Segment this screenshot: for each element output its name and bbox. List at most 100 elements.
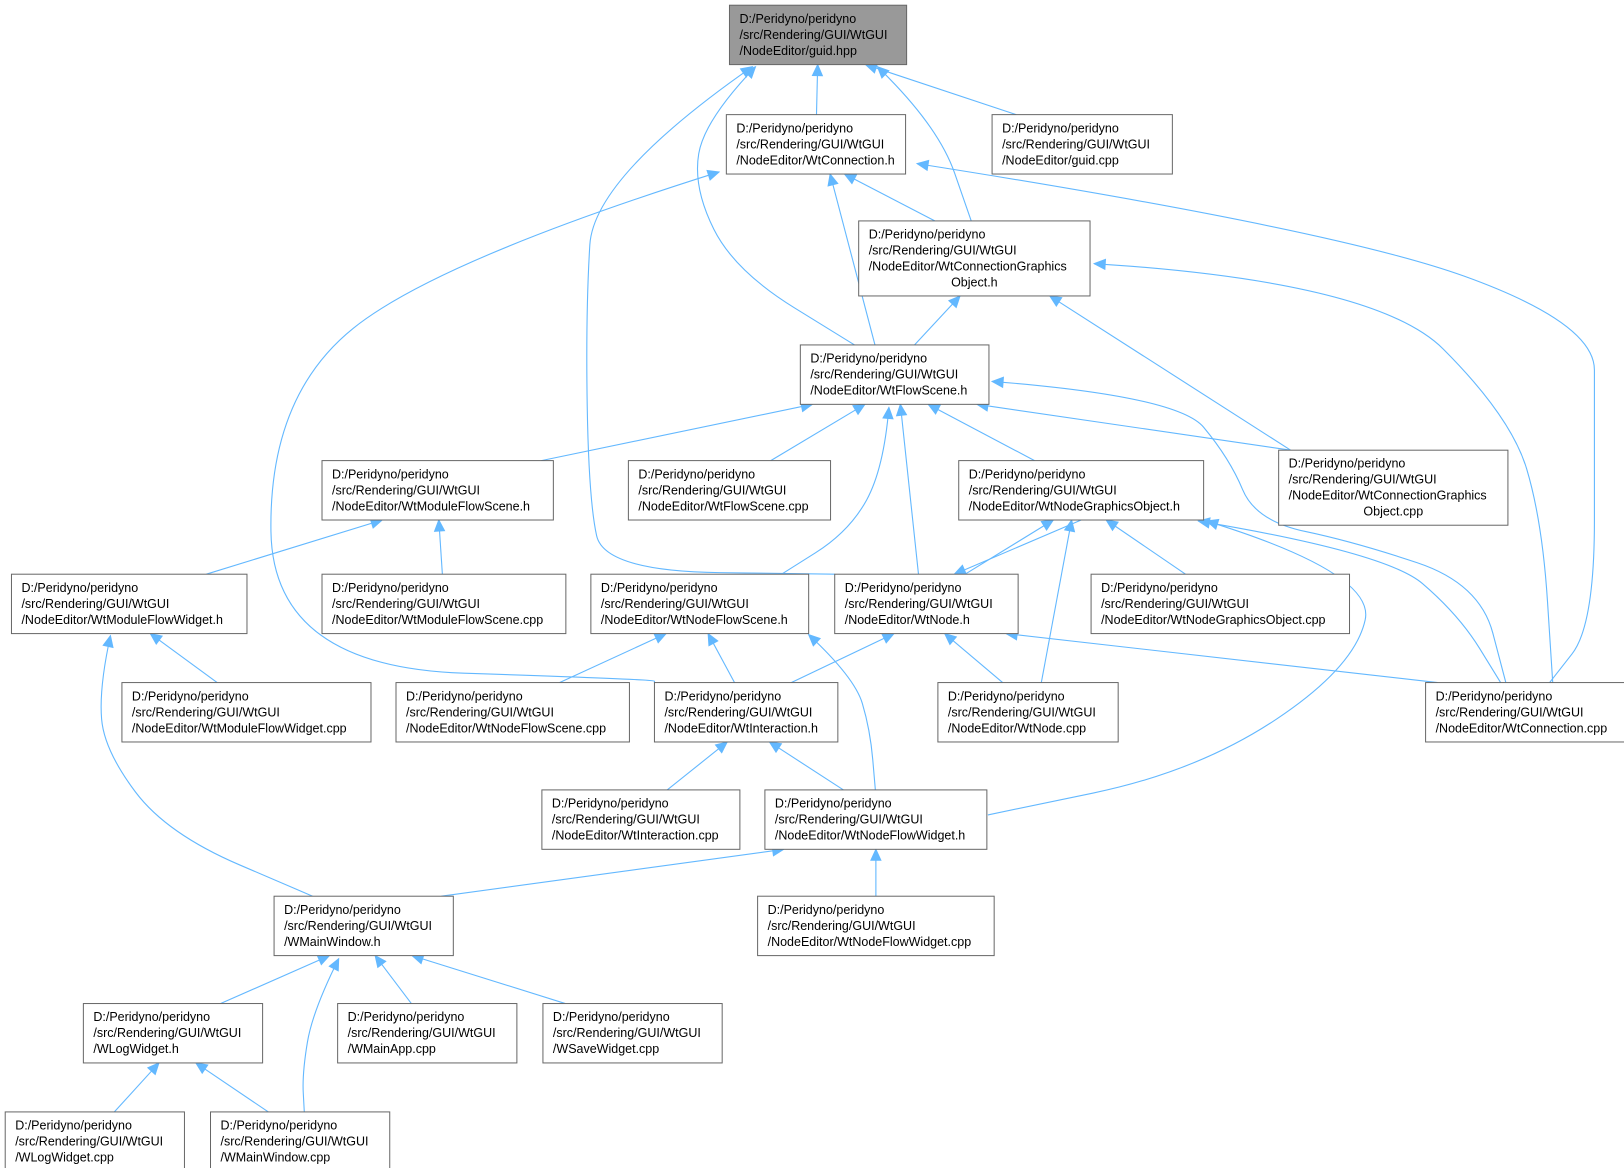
edge-arrowhead [433,518,446,532]
edge-wtnodeflowwidget-h-includes-wtinteraction-h [768,741,844,791]
edge-line [559,633,667,684]
edge-wtflowscene-h-includes-wtconngfx-h [914,295,961,346]
edge-arrowhead [947,295,961,309]
edge-line [1105,519,1186,575]
node-label-line: /NodeEditor/WtConnectionGraphics [869,259,1067,273]
node-wtinteraction-cpp[interactable]: D:/Peridyno/peridyno/src/Rendering/GUI/W… [541,789,741,850]
node-label-line: /src/Rendering/GUI/WtGUI [739,28,887,42]
node-box [210,1111,391,1168]
node-wtflowscene-h[interactable]: D:/Peridyno/peridyno/src/Rendering/GUI/W… [799,344,990,405]
edge-wtnodeflowwidget-h-includes-wtnodegfx-h [987,518,1367,816]
edge-wtflowscene-h-includes-guid-h [696,65,855,346]
edge-line [781,407,890,575]
node-wtnodeflowwidget-h[interactable]: D:/Peridyno/peridyno/src/Rendering/GUI/W… [764,789,988,850]
edge-wtinteraction-h-includes-wtnode-h [790,633,896,684]
node-label-line: /WLogWidget.cpp [15,1151,114,1165]
edge-line [696,66,855,346]
node-label-line: /NodeEditor/WtModuleFlowWidget.h [21,613,223,627]
node-wtconnection-h[interactable]: D:/Peridyno/peridyno/src/Rendering/GUI/W… [725,114,907,175]
node-box [82,1003,264,1064]
node-label-line: D:/Peridyno/peridyno [552,797,669,811]
node-label-line: /NodeEditor/WtModuleFlowScene.cpp [332,613,543,627]
node-wtnodeflowscene-cpp[interactable]: D:/Peridyno/peridyno/src/Rendering/GUI/W… [395,682,630,743]
edge-wlogwidget-h-includes-wmainwindow-h [220,954,331,1005]
node-guid-cpp[interactable]: D:/Peridyno/peridyno/src/Rendering/GUI/W… [991,114,1173,175]
edge-arrowhead [953,564,968,575]
edge-arrowhead [768,741,783,754]
edge-line [964,519,1054,575]
edge-wtnode-h-includes-guid-h [586,66,835,575]
edge-line [302,958,340,1112]
node-box [321,460,554,521]
node-label-line: D:/Peridyno/peridyno [739,12,856,26]
node-box [121,682,372,743]
node-wmainwindow-cpp[interactable]: D:/Peridyno/peridyno/src/Rendering/GUI/W… [210,1111,391,1168]
node-label-line: /src/Rendering/GUI/WtGUI [601,597,749,611]
node-label-line: /NodeEditor/WtFlowScene.h [810,384,967,398]
edge-arrowhead [943,632,958,646]
node-wtnodeflowwidget-cpp[interactable]: D:/Peridyno/peridyno/src/Rendering/GUI/W… [757,895,995,957]
node-label-line: /NodeEditor/WtInteraction.h [664,721,818,735]
edge-wtmoduleflowscene-h-includes-wtflowscene-h [541,401,814,462]
edge-wtnodeflowscene-cpp-includes-wtnodeflowscene-h [559,633,668,684]
node-wtinteraction-h[interactable]: D:/Peridyno/peridyno/src/Rendering/GUI/W… [653,682,839,743]
node-label-line: D:/Peridyno/peridyno [810,352,927,366]
node-box [653,682,839,743]
node-label-line: /NodeEditor/WtNode.cpp [948,721,1086,735]
node-label-line: /src/Rendering/GUI/WtGUI [406,705,554,719]
edge-line [1198,520,1502,683]
node-wtflowscene-cpp[interactable]: D:/Peridyno/peridyno/src/Rendering/GUI/W… [627,460,832,521]
node-wmainapp-cpp[interactable]: D:/Peridyno/peridyno/src/Rendering/GUI/W… [337,1003,518,1064]
node-wtconngfx-cpp[interactable]: D:/Peridyno/peridyno/src/Rendering/GUI/W… [1278,449,1509,526]
edge-arrowhead [895,403,908,417]
node-wtnode-h[interactable]: D:/Peridyno/peridyno/src/Rendering/GUI/W… [834,573,1019,635]
node-guid-h[interactable]: D:/Peridyno/peridyno/src/Rendering/GUI/W… [728,4,908,66]
node-wtnodeflowscene-h[interactable]: D:/Peridyno/peridyno/src/Rendering/GUI/W… [590,573,810,635]
node-wlogwidget-cpp[interactable]: D:/Peridyno/peridyno/src/Rendering/GUI/W… [4,1111,185,1168]
node-wtnodegfx-h[interactable]: D:/Peridyno/peridyno/src/Rendering/GUI/W… [958,460,1205,521]
node-label-line: /NodeEditor/WtNodeFlowScene.cpp [406,721,606,735]
node-wtmoduleflowscene-h[interactable]: D:/Peridyno/peridyno/src/Rendering/GUI/W… [321,460,554,521]
node-box [725,114,907,175]
node-wlogwidget-h[interactable]: D:/Peridyno/peridyno/src/Rendering/GUI/W… [82,1003,264,1064]
node-label-line: D:/Peridyno/peridyno [1101,581,1218,595]
edge-line [865,64,1017,116]
edge-arrowhead [328,957,340,972]
node-label-line: D:/Peridyno/peridyno [948,689,1065,703]
node-wsavewidget-cpp[interactable]: D:/Peridyno/peridyno/src/Rendering/GUI/W… [542,1003,723,1064]
node-label-line: /src/Rendering/GUI/WtGUI [21,597,169,611]
edge-wtconnection-cpp-includes-wtconngfx-h [1092,258,1554,683]
node-wmainwindow-h[interactable]: D:/Peridyno/peridyno/src/Rendering/GUI/W… [273,895,454,957]
node-label-line: /WMainApp.cpp [348,1042,436,1056]
node-label-line: /NodeEditor/WtConnection.h [736,153,894,167]
edge-arrowhead [881,633,896,644]
edge-line [976,403,1291,451]
node-wtconnection-cpp[interactable]: D:/Peridyno/peridyno/src/Rendering/GUI/W… [1425,682,1624,743]
node-wtmoduleflowwidget-h[interactable]: D:/Peridyno/peridyno/src/Rendering/GUI/W… [10,573,248,635]
node-box [757,895,995,957]
edge-line [206,519,383,575]
node-label-line: /src/Rendering/GUI/WtGUI [93,1026,241,1040]
edge-line [666,741,728,791]
node-label-line: /NodeEditor/WtModuleFlowScene.h [332,499,530,513]
node-wtmoduleflowscene-cpp[interactable]: D:/Peridyno/peridyno/src/Rendering/GUI/W… [321,573,567,635]
node-label-line: /NodeEditor/WtModuleFlowWidget.cpp [132,721,347,735]
node-wtnodegfx-cpp[interactable]: D:/Peridyno/peridyno/src/Rendering/GUI/W… [1090,573,1351,635]
node-label-line: /src/Rendering/GUI/WtGUI [1002,137,1150,151]
node-label-line: D:/Peridyno/peridyno [845,581,962,595]
edge-wtmoduleflowwidget-h-includes-wtmoduleflowscene-h [206,517,384,575]
node-label-line: /src/Rendering/GUI/WtGUI [221,1135,369,1149]
edge-arrowhead [102,634,114,649]
node-box [337,1003,518,1064]
node-wtconngfx-h[interactable]: D:/Peridyno/peridyno/src/Rendering/GUI/W… [858,220,1091,297]
edge-line [1040,519,1073,683]
node-wtnode-cpp[interactable]: D:/Peridyno/peridyno/src/Rendering/GUI/W… [937,682,1119,743]
node-label-line: D:/Peridyno/peridyno [1436,689,1553,703]
node-wtmoduleflowwidget-cpp[interactable]: D:/Peridyno/peridyno/src/Rendering/GUI/W… [121,682,372,743]
node-label-line: D:/Peridyno/peridyno [768,903,885,917]
edge-line [149,633,218,684]
node-label-line: /src/Rendering/GUI/WtGUI [736,137,884,151]
edge-arrowhead [827,172,839,187]
edge-arrowhead [194,1062,209,1075]
edge-arrowhead [870,848,882,861]
